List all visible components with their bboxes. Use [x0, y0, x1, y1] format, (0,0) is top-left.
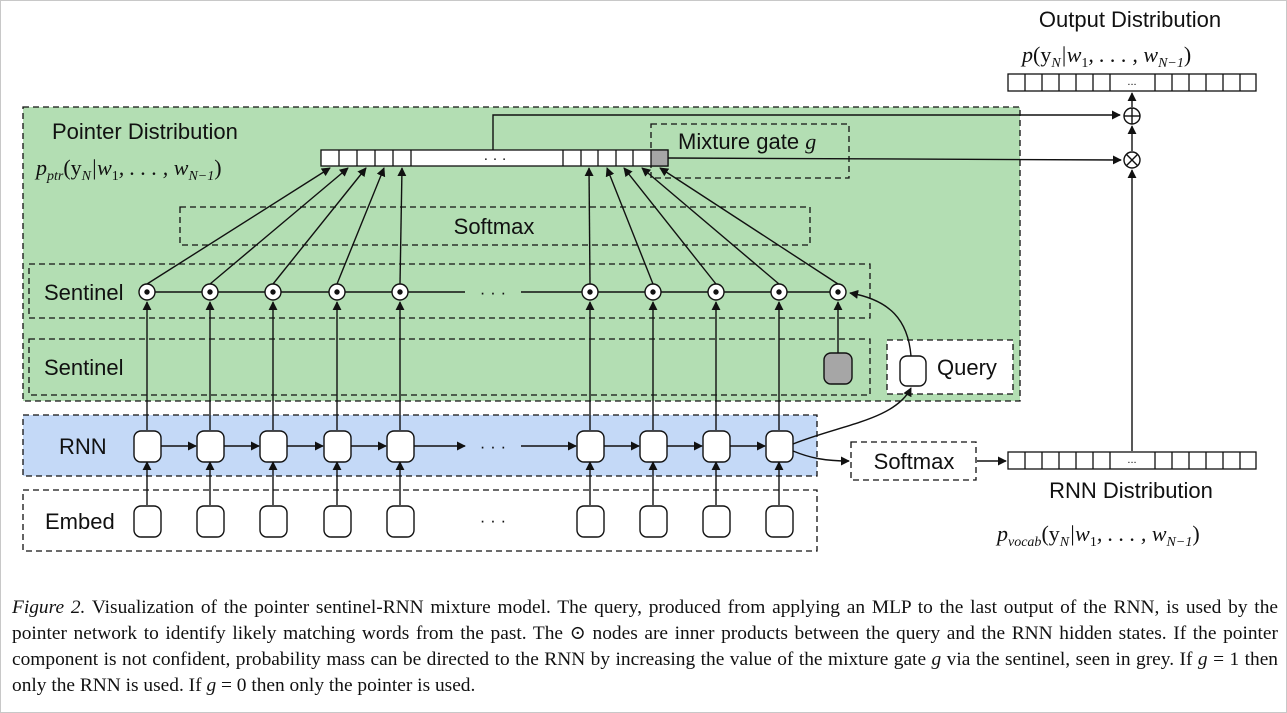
- sentinel-row-ellipsis: · · ·: [480, 283, 506, 302]
- rnn-node: [196, 430, 225, 463]
- rnn-distribution-bar: [1007, 451, 1257, 470]
- output-bar-ellipsis: ...: [1127, 76, 1136, 88]
- gate-var-2: g: [1197, 649, 1208, 670]
- caption-text-2: nodes are inner products between the que…: [12, 623, 1278, 670]
- rnn-node: [576, 430, 605, 463]
- figure-caption: Figure 2. Visualization of the pointer s…: [12, 595, 1278, 699]
- dot-node: [264, 283, 282, 301]
- dot-node: [328, 283, 346, 301]
- sentinel-bottom-label: Sentinel: [44, 355, 124, 380]
- rnn-bar-ellipsis: ...: [1127, 454, 1136, 466]
- plus-node: [1123, 107, 1141, 125]
- dot-node: [644, 283, 662, 301]
- embed-node: [576, 505, 605, 538]
- rnn-node: [765, 430, 794, 463]
- rnn-node: [639, 430, 668, 463]
- rnn-node: [323, 430, 352, 463]
- sentinel-bottom-box: [28, 338, 871, 396]
- odot-symbol: ⊙: [569, 623, 586, 644]
- pointer-sentinel-diagram: · · · ... ...: [22, 7, 1257, 552]
- embed-node: [639, 505, 668, 538]
- caption-text-3: via the sentinel, seen in grey. If: [941, 649, 1198, 670]
- rnn-node: [386, 430, 415, 463]
- dot-node: [391, 283, 409, 301]
- rnn-distribution-title: RNN Distribution: [1049, 478, 1213, 503]
- figure-label: Figure 2.: [12, 597, 86, 618]
- rnn-row-ellipsis: · · ·: [480, 437, 506, 456]
- pointer-distribution-formula: pptr(yN|w1, . . . , wN−1): [34, 155, 222, 184]
- caption-text-4: = 1 then only the RNN is used. If: [12, 649, 1278, 696]
- rnn-nodes: [133, 430, 794, 463]
- embed-node: [259, 505, 288, 538]
- rnn-distribution-formula: pvocab(yN|w1, . . . , wN−1): [995, 521, 1200, 550]
- output-distribution-bar: [1007, 73, 1257, 92]
- query-node: [899, 355, 927, 387]
- embed-node: [196, 505, 225, 538]
- dot-node: [138, 283, 156, 301]
- softmax-right-label: Softmax: [874, 449, 955, 474]
- mixture-gate-label: Mixture gate g: [678, 129, 816, 154]
- embed-row-ellipsis: · · ·: [480, 511, 506, 530]
- sentinel-node: [823, 352, 853, 385]
- times-node: [1123, 151, 1141, 169]
- embed-node: [133, 505, 162, 538]
- embed-nodes: [133, 505, 794, 538]
- embed-node: [323, 505, 352, 538]
- softmax-top-label: Softmax: [454, 214, 535, 239]
- pointer-distribution-title: Pointer Distribution: [52, 119, 238, 144]
- sentinel-top-label: Sentinel: [44, 280, 124, 305]
- pointer-bar-ellipsis: · · ·: [483, 150, 506, 167]
- softmax-top-box: [179, 206, 811, 246]
- output-distribution-title: Output Distribution: [1039, 7, 1221, 32]
- dot-node: [770, 283, 788, 301]
- embed-node: [386, 505, 415, 538]
- softmax-right-box: [850, 441, 977, 481]
- query-label: Query: [937, 355, 997, 380]
- inner-product-nodes: [138, 283, 847, 301]
- embed-node: [702, 505, 731, 538]
- embed-label: Embed: [45, 509, 115, 534]
- rnn-node: [702, 430, 731, 463]
- dot-node: [707, 283, 725, 301]
- rnn-node: [259, 430, 288, 463]
- rnn-node: [133, 430, 162, 463]
- embed-node: [765, 505, 794, 538]
- gate-var-3: g: [206, 675, 217, 696]
- sentinel-top-box: [28, 263, 871, 319]
- dot-node: [829, 283, 847, 301]
- caption-text-5: = 0 then only the pointer is used.: [216, 675, 476, 696]
- rnn-label: RNN: [59, 434, 107, 459]
- mixture-gate-box: [650, 123, 850, 179]
- caption-text-1: Visualization of the pointer sentinel-RN…: [12, 597, 1278, 644]
- dot-node: [201, 283, 219, 301]
- dot-node: [581, 283, 599, 301]
- mixture-gate-cell: [650, 149, 669, 167]
- output-distribution-formula: p(yN|w1, . . . , wN−1): [1020, 42, 1191, 71]
- gate-var-1: g: [931, 649, 942, 670]
